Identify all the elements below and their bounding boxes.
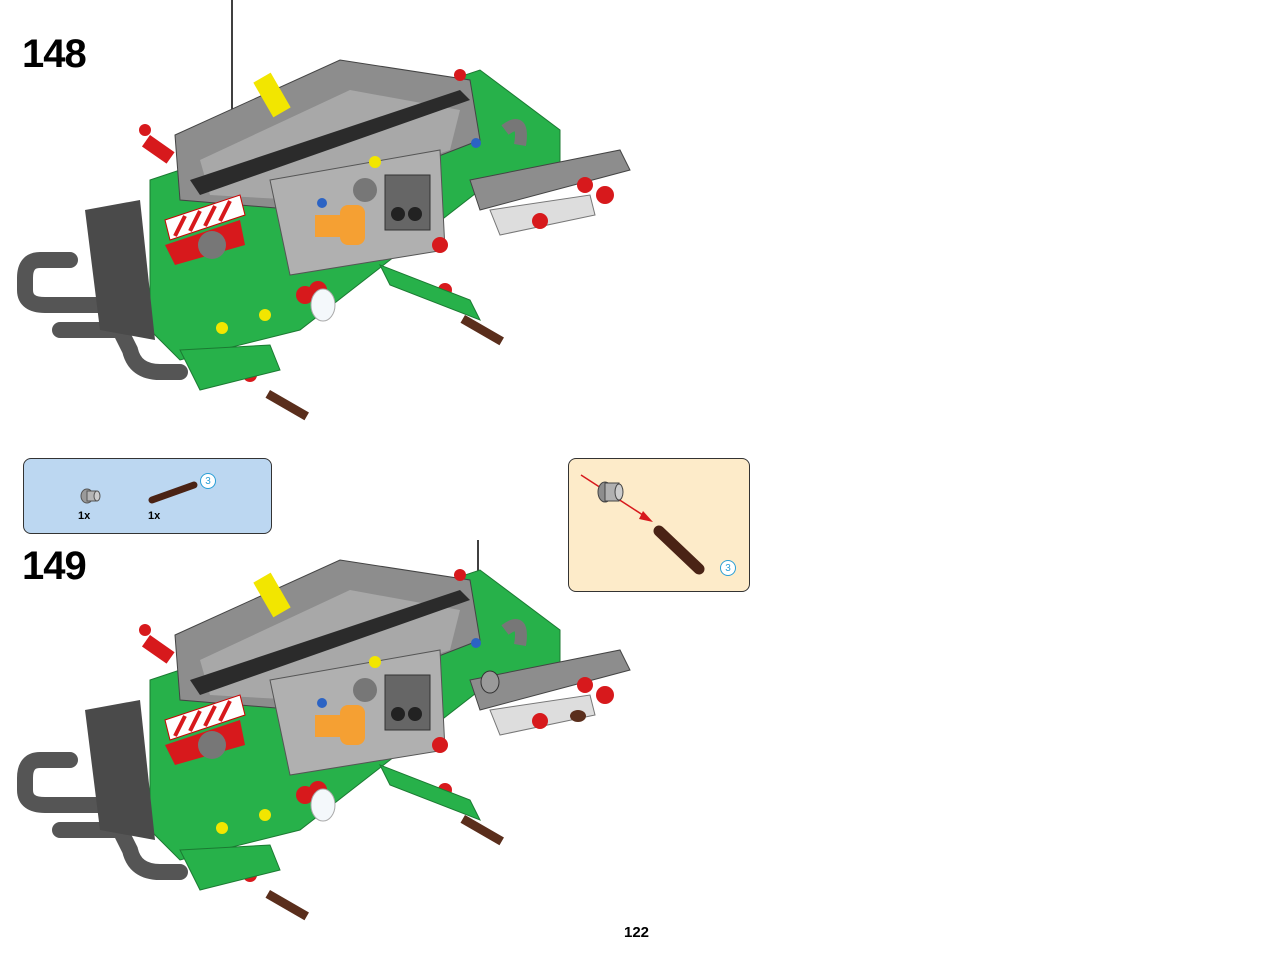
step-148-model-illustration	[0, 0, 700, 440]
axle-length-badge: 3	[200, 473, 216, 489]
part-qty-axle: 1x	[148, 510, 161, 522]
step-149-number: 149	[22, 544, 87, 588]
bush-onto-axle-diagram	[580, 474, 705, 575]
page-number: 122	[624, 924, 650, 941]
sub-assembly-callout: 3	[568, 458, 750, 592]
step-148-number: 148	[22, 32, 87, 76]
step-149-model-illustration	[0, 540, 700, 940]
part-qty-bush: 1x	[78, 510, 91, 522]
parts-list-box: 1x 1x 3	[23, 458, 272, 534]
brown-axle-3-icon	[147, 479, 199, 505]
callout-axle-length-badge: 3	[720, 560, 736, 576]
gray-bush-icon	[79, 487, 101, 505]
